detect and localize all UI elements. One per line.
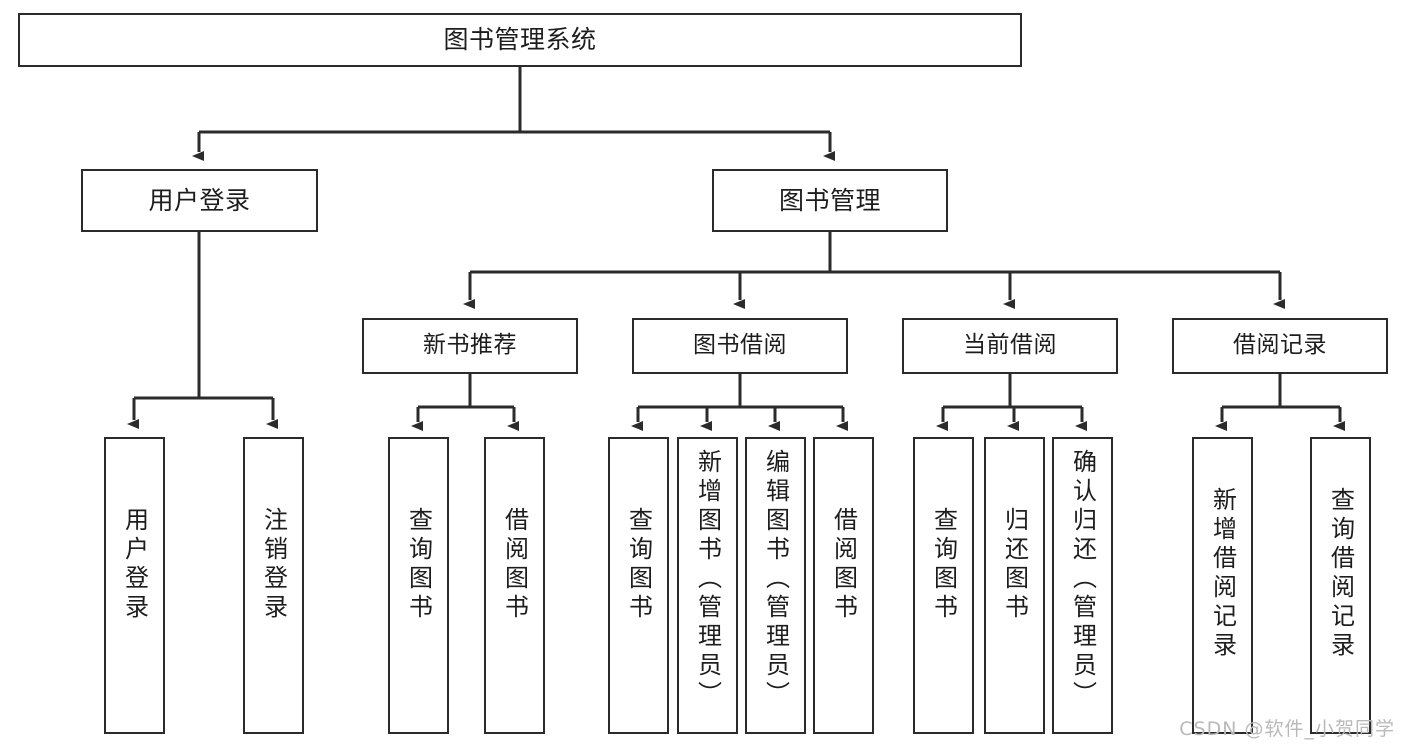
leaf-user-login[interactable]: 用户登录 [104,437,165,734]
leaf-borrow-book-recommend[interactable]: 借阅图书 [484,437,545,734]
leaf-logout-label: 注销登录 [259,507,288,623]
leaf-return-book[interactable]: 归还图书 [984,437,1045,734]
leaf-query-book-current-label: 查询图书 [929,507,958,623]
node-root[interactable]: 图书管理系统 [18,13,1022,67]
leaf-confirm-return-admin-label: 确认归还（管理员） [1068,449,1097,710]
node-borrow-record-label: 借阅记录 [1233,332,1327,359]
leaf-query-book-borrow-label: 查询图书 [624,507,653,623]
leaf-add-book-admin-label: 新增图书（管理员） [693,449,722,710]
leaf-edit-book-admin[interactable]: 编辑图书（管理员） [745,437,806,734]
leaf-borrow-book-recommend-label: 借阅图书 [500,507,529,623]
leaf-user-login-label: 用户登录 [120,507,149,623]
leaf-add-borrow-record[interactable]: 新增借阅记录 [1192,437,1253,734]
node-user-login-label: 用户登录 [148,185,251,215]
node-user-login[interactable]: 用户登录 [81,169,318,232]
leaf-query-book-recommend[interactable]: 查询图书 [388,437,449,734]
node-new-book-recommend[interactable]: 新书推荐 [362,318,578,374]
leaf-return-book-label: 归还图书 [1000,507,1029,623]
leaf-borrow-book[interactable]: 借阅图书 [813,437,874,734]
leaf-query-borrow-record[interactable]: 查询借阅记录 [1310,437,1371,734]
node-root-label: 图书管理系统 [443,25,597,55]
node-borrow-record[interactable]: 借阅记录 [1172,318,1388,374]
node-book-management[interactable]: 图书管理 [712,169,948,232]
leaf-query-book-recommend-label: 查询图书 [404,507,433,623]
leaf-edit-book-admin-label: 编辑图书（管理员） [761,449,790,710]
leaf-query-book-borrow[interactable]: 查询图书 [608,437,669,734]
leaf-add-book-admin[interactable]: 新增图书（管理员） [677,437,738,734]
node-book-management-label: 图书管理 [778,185,881,215]
leaf-logout[interactable]: 注销登录 [243,437,304,734]
leaf-query-borrow-record-label: 查询借阅记录 [1326,487,1355,661]
leaf-borrow-book-label: 借阅图书 [829,507,858,623]
node-new-book-recommend-label: 新书推荐 [423,332,517,359]
leaf-add-borrow-record-label: 新增借阅记录 [1208,487,1237,661]
leaf-query-book-current[interactable]: 查询图书 [913,437,974,734]
node-book-borrow[interactable]: 图书借阅 [632,318,848,374]
leaf-confirm-return-admin[interactable]: 确认归还（管理员） [1052,437,1113,734]
node-book-borrow-label: 图书借阅 [693,332,787,359]
node-current-borrow-label: 当前借阅 [963,332,1057,359]
node-current-borrow[interactable]: 当前借阅 [902,318,1118,374]
